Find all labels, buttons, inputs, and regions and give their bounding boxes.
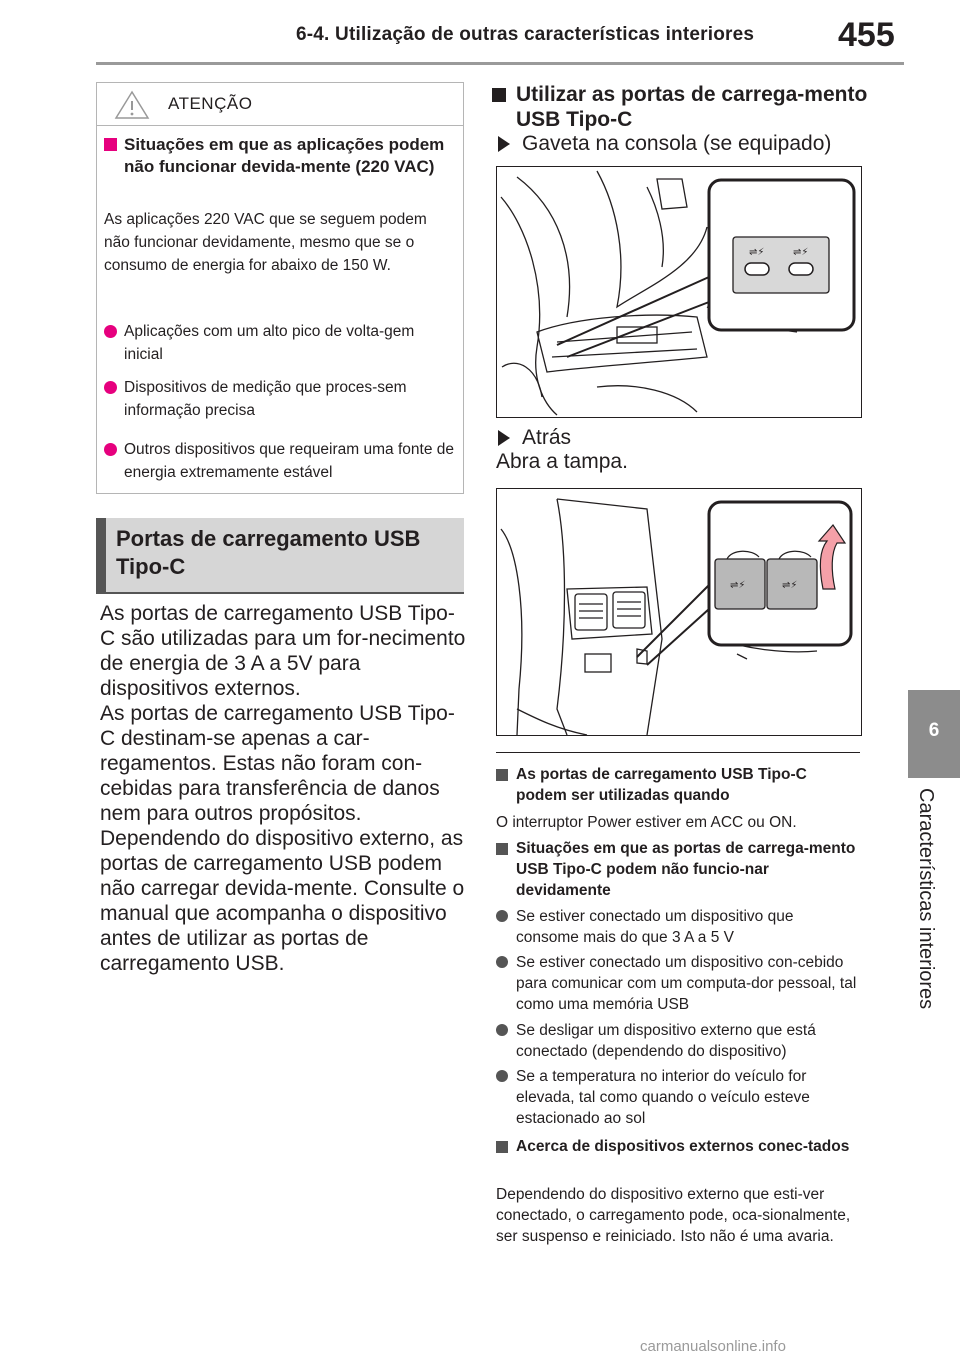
round-bullet-icon <box>496 1024 508 1036</box>
body-paragraph: As portas de carregamento USB Tipo-C são… <box>100 602 466 700</box>
chapter-tab-label-wrap: Características interiores <box>914 788 956 1038</box>
round-bullet-icon <box>104 325 117 338</box>
header-divider <box>96 62 904 65</box>
square-bullet-icon <box>496 843 508 855</box>
round-bullet-icon <box>496 1070 508 1082</box>
rear-usb-illustration: ⇌⚡ ⇌⚡ <box>496 488 862 736</box>
caution-title: ATENÇÃO <box>168 94 253 113</box>
chapter-tab-label: Características interiores <box>915 788 937 1010</box>
page-number: 455 <box>838 16 895 54</box>
rear-console-drawing: ⇌⚡ ⇌⚡ <box>500 498 853 735</box>
round-bullet-icon <box>104 381 117 394</box>
body-paragraph: As portas de carregamento USB Tipo-C des… <box>100 702 465 975</box>
section-body: As portas de carregamento USB Tipo-C são… <box>100 601 466 976</box>
note-paragraph: O interruptor Power estiver em ACC ou ON… <box>496 814 797 831</box>
round-bullet-icon <box>496 910 508 922</box>
section-title: Portas de carregamento USB Tipo-C <box>116 526 421 579</box>
caution-box <box>96 82 464 494</box>
caution-header <box>96 82 464 126</box>
svg-text:⇌⚡: ⇌⚡ <box>730 580 745 591</box>
arrow-bullet-icon <box>498 136 510 152</box>
console-usb-illustration: ⇌⚡ ⇌⚡ <box>496 166 862 418</box>
watermark: carmanualsonline.info <box>640 1338 786 1355</box>
notes-divider <box>496 752 860 753</box>
warning-triangle-icon <box>114 90 150 119</box>
note-paragraph: Dependendo do dispositivo externo que es… <box>496 1186 851 1245</box>
svg-text:⇌⚡: ⇌⚡ <box>793 247 808 258</box>
open-cover-instruction: Abra a tampa. <box>496 450 628 473</box>
svg-text:⇌⚡: ⇌⚡ <box>782 580 797 591</box>
square-bullet-icon <box>492 88 506 102</box>
chapter-tab-number: 6 <box>928 720 940 741</box>
console-tray-label: Gaveta na consola (se equipado) <box>522 132 832 155</box>
header-section-title: 6-4. Utilização de outras característica… <box>296 24 755 45</box>
section-divider <box>96 592 464 594</box>
section-banner <box>96 518 464 592</box>
round-bullet-icon <box>104 443 117 456</box>
square-bullet-icon <box>496 1141 508 1153</box>
square-bullet-icon <box>496 769 508 781</box>
round-bullet-icon <box>496 956 508 968</box>
console-tray-drawing: ⇌⚡ ⇌⚡ <box>500 170 856 416</box>
arrow-bullet-icon <box>498 430 510 446</box>
square-bullet-icon <box>104 138 117 151</box>
svg-text:⇌⚡: ⇌⚡ <box>749 247 764 258</box>
rear-label: Atrás <box>522 426 572 449</box>
section-banner-bar <box>96 518 106 592</box>
caution-intro: As aplicações 220 VAC que se seguem pode… <box>104 211 427 274</box>
chapter-tab <box>908 690 960 778</box>
